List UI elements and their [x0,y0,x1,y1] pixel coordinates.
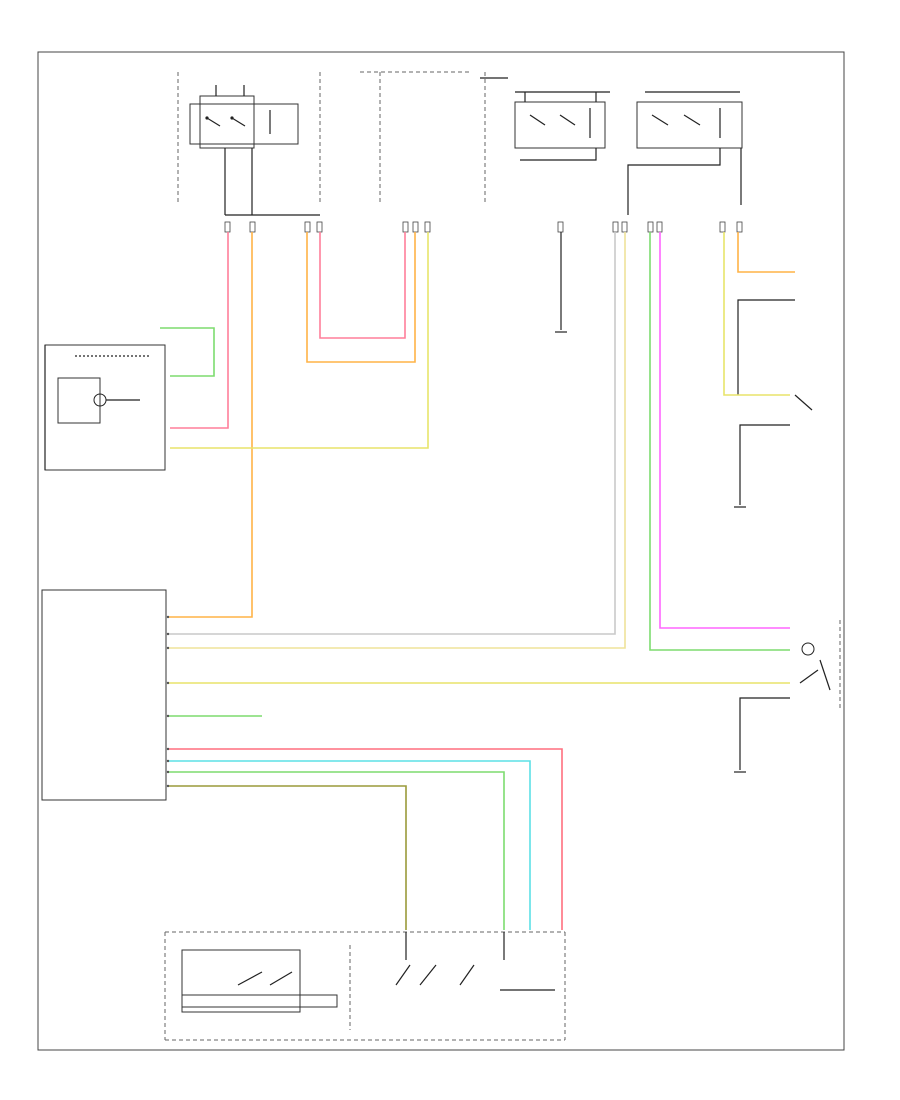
instrument-cluster [44,344,166,471]
relay-2 [636,91,743,205]
wire-orange-right [737,232,795,273]
ignition-switch-block [177,72,321,216]
body-control-module [41,589,167,801]
wire-black-right [737,299,795,395]
wire-green-switch [168,771,505,930]
wire-green-right [649,232,790,651]
top-connectors [224,221,743,233]
washer-components [794,394,841,710]
wire-grey-bcm [168,232,616,635]
wire-yellow-right [723,232,790,396]
turn-signal-switch-block [164,931,566,1041]
bcm-pins [166,615,170,788]
wire-cyan-switch [168,760,531,930]
diagram-border [37,51,845,1051]
wire-black-right-2 [739,424,790,505]
wire-tan-bcm [168,232,626,649]
wire-green-cluster [160,327,215,377]
wire-orange-bcm [168,232,253,618]
wire-red-loop [319,232,406,339]
wire-red-cluster [170,232,229,429]
relay-1 [514,91,610,149]
wire-black-right-3 [739,697,790,770]
wire-pink-right [659,232,790,629]
wire-red-switch [168,748,563,930]
wire-olive-switch [168,785,407,930]
wire-orange-loop [306,232,416,363]
fuse-block [360,71,508,205]
ground-symbols [555,331,746,773]
wire-yellow-cluster [170,232,429,449]
